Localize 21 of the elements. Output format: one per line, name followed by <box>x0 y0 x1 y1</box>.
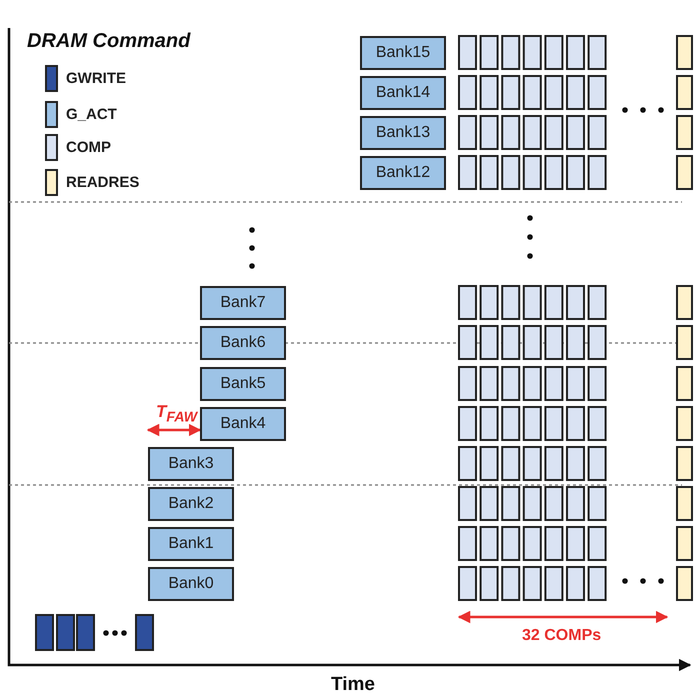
bank-box: Bank7 <box>200 286 286 320</box>
bank-box: Bank5 <box>200 367 286 401</box>
bank-box: Bank12 <box>360 156 446 190</box>
bank-box: Bank1 <box>148 527 234 561</box>
bank-box: Bank4 <box>200 407 286 441</box>
edge-label: T$_{FAW}$ <box>156 402 198 426</box>
legend-label: GWRITE <box>66 70 126 87</box>
bank-box: Bank3 <box>148 447 234 481</box>
bank-box: Bank14 <box>360 76 446 110</box>
dimension-label: 32 COMPs <box>522 627 602 645</box>
legend-label: G_ACT <box>66 106 117 123</box>
bank-box: Bank0 <box>148 567 234 601</box>
bank-box: Bank15 <box>360 36 446 70</box>
legend-label: READRES <box>66 174 140 191</box>
axis-label: Time <box>331 674 376 696</box>
bank-box: Bank6 <box>200 326 286 360</box>
bank-box: Bank2 <box>148 487 234 521</box>
legend-title: DRAM Command <box>27 30 190 53</box>
bank-box: Bank13 <box>360 116 446 150</box>
timing-arrow <box>146 424 202 436</box>
legend-label: COMP <box>66 139 111 156</box>
